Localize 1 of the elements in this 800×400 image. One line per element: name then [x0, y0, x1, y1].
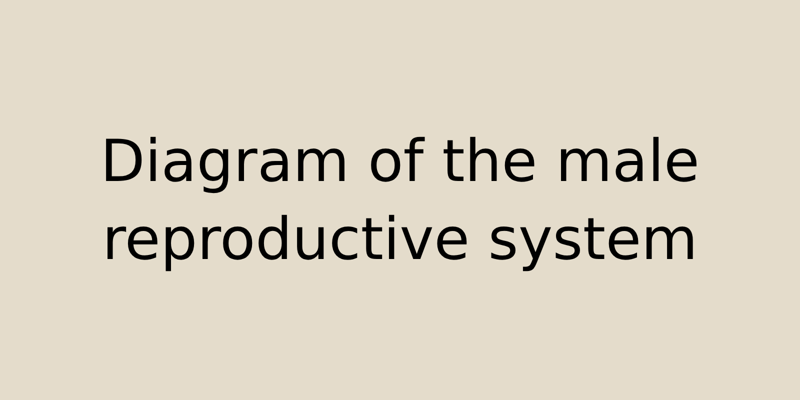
title: Diagram of the male reproductive system	[99, 126, 701, 275]
